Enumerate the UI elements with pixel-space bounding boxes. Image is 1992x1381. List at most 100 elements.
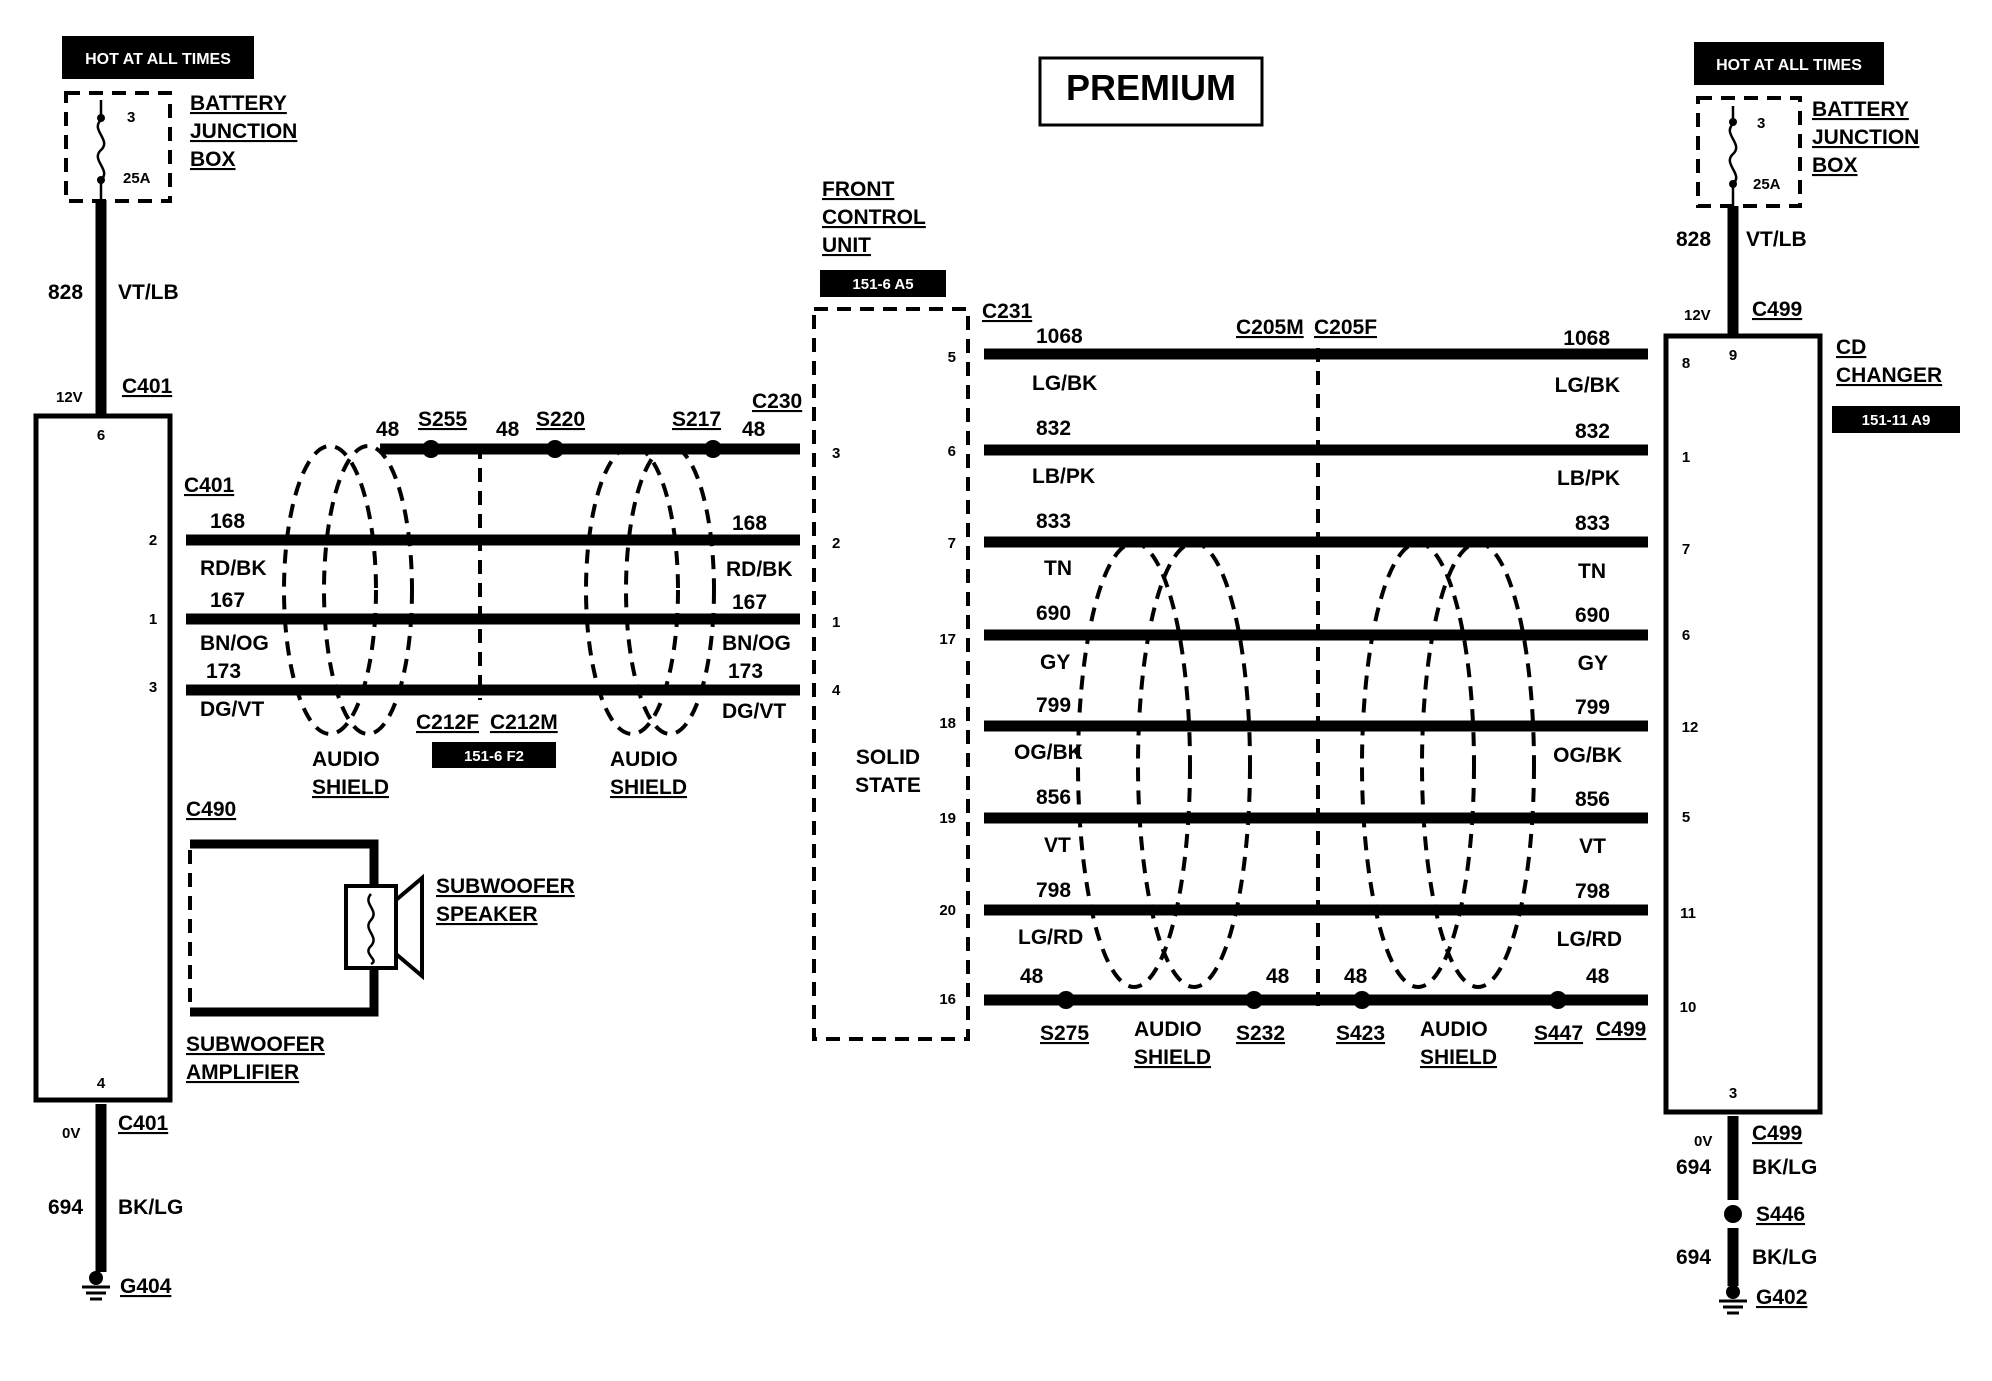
bjb-label-line3-right: BOX <box>1812 154 1858 177</box>
splice-s275-dot <box>1057 991 1075 1009</box>
cd-connector-bottom-side: C499 <box>1596 1018 1646 1041</box>
ground-color-right-1: BK/LG <box>1752 1156 1817 1179</box>
fcu-pin-20: 20 <box>939 902 956 919</box>
ground-color-right-2: BK/LG <box>1752 1246 1817 1269</box>
audio-shield-right-2-line2: SHIELD <box>1420 1046 1497 1069</box>
fcu-pin-17: 17 <box>939 631 956 648</box>
audio-shield-left-1-line2: SHIELD <box>312 776 389 799</box>
wire-1068-circuit-right: 1068 <box>1563 327 1610 350</box>
fuse-rating-right: 25A <box>1753 176 1781 193</box>
fuse-rating-left: 25A <box>123 170 151 187</box>
hot-at-all-times-tag-left <box>62 36 254 79</box>
bjb-label-line1-right: BATTERY <box>1812 98 1909 121</box>
amp-pin-173: 3 <box>149 679 157 696</box>
feed-color-left: VT/LB <box>118 281 179 304</box>
cd-pin-832: 1 <box>1682 449 1690 466</box>
drain-right-circuit-3: 48 <box>1344 965 1368 988</box>
fcu-pin-19: 19 <box>939 810 956 827</box>
wire-833-circuit-left: 833 <box>1036 510 1071 533</box>
drain-right-circuit-2: 48 <box>1266 965 1290 988</box>
wire-1068-color-right: LG/BK <box>1555 374 1620 397</box>
ground-volts-left: 0V <box>62 1125 80 1142</box>
fuse-icon-right <box>1728 106 1738 206</box>
fcu-pin-6: 6 <box>948 443 956 460</box>
drain-right-circuit-4: 48 <box>1586 965 1610 988</box>
splice-s446: S446 <box>1756 1203 1805 1226</box>
wire-1068-circuit-left: 1068 <box>1036 325 1083 348</box>
audio-shield-left-2-line1: AUDIO <box>610 748 678 771</box>
wire-798-color-right: LG/RD <box>1557 928 1622 951</box>
title-box <box>1038 56 1264 127</box>
splice-s220: S220 <box>536 408 585 431</box>
wire-798-circuit-left: 798 <box>1036 879 1071 902</box>
splice-s232-dot <box>1245 991 1263 1009</box>
fuse-number-right: 3 <box>1757 115 1765 132</box>
wire-1068-color-left: LG/BK <box>1032 372 1097 395</box>
cd-pin-690: 6 <box>1682 627 1690 644</box>
amp-pin-168: 2 <box>149 532 157 549</box>
front-control-unit-box <box>812 307 970 1041</box>
wire-832-circuit-right: 832 <box>1575 420 1610 443</box>
splice-s217-dot <box>704 440 722 458</box>
wire-856-circuit-left: 856 <box>1036 786 1071 809</box>
fcu-pin-4: 4 <box>832 682 841 699</box>
drain-left-circuit-3: 48 <box>742 418 766 441</box>
subwoofer-label-line1: SUBWOOFER <box>436 875 575 898</box>
ref-tag-c212 <box>432 742 556 768</box>
battery-junction-box-right <box>1696 96 1802 208</box>
ground-icon-right <box>1719 1285 1747 1315</box>
fcu-label-line2: CONTROL <box>822 206 926 229</box>
feed-volts-left: 12V <box>56 389 83 406</box>
splice-s446-dot <box>1724 1205 1742 1223</box>
wire-833-color-right: TN <box>1578 560 1606 583</box>
ground-ref-left: G404 <box>120 1275 172 1298</box>
ground-circuit-right-2: 694 <box>1676 1246 1711 1269</box>
fcu-pin-3: 3 <box>832 445 840 462</box>
splice-s423-dot <box>1353 991 1371 1009</box>
splice-s447-dot <box>1549 991 1567 1009</box>
feed-color-right: VT/LB <box>1746 228 1807 251</box>
cd-connector-bottom: C499 <box>1752 1122 1802 1145</box>
wire-173-circuit-left: 173 <box>206 660 241 683</box>
subwoofer-connector: C490 <box>186 798 236 821</box>
fuse-icon-left <box>96 100 106 200</box>
wire-833-circuit-right: 833 <box>1575 512 1610 535</box>
wire-690-circuit-left: 690 <box>1036 602 1071 625</box>
c401-label: C401 <box>184 474 235 497</box>
connector-c212f: C212F <box>416 711 479 734</box>
wire-173-color-left: DG/VT <box>200 698 264 721</box>
ground-icon-left <box>82 1271 110 1301</box>
wire-799-color-left: OG/BK <box>1014 741 1083 764</box>
cd-changer-box <box>1663 333 1823 1115</box>
cd-pin-799: 12 <box>1682 719 1699 736</box>
cd-pin-1068: 8 <box>1682 355 1690 372</box>
fuse-number-left: 3 <box>127 109 135 126</box>
wire-168-circuit-right: 168 <box>732 512 767 535</box>
splice-s423: S423 <box>1336 1022 1385 1045</box>
cd-ref-tag <box>1832 406 1960 433</box>
amp-pin-bottom: 4 <box>97 1075 106 1092</box>
page-title: PREMIUM <box>1066 67 1236 108</box>
wire-799-circuit-right: 799 <box>1575 696 1610 719</box>
bjb-label-line3-left: BOX <box>190 148 236 171</box>
feed-volts-right: 12V <box>1684 307 1711 324</box>
fcu-connector-c231: C231 <box>982 300 1033 323</box>
bjb-label-line1-left: BATTERY <box>190 92 287 115</box>
amp-connector-top: C401 <box>122 375 173 398</box>
wire-799-color-right: OG/BK <box>1553 744 1622 767</box>
wire-833-color-left: TN <box>1044 557 1072 580</box>
fcu-pin-2: 2 <box>832 535 840 552</box>
fcu-label-line3: UNIT <box>822 234 871 257</box>
wire-167-circuit-left: 167 <box>210 589 245 612</box>
audio-shield-right-2-line1: AUDIO <box>1420 1018 1488 1041</box>
connector-c212m: C212M <box>490 711 558 734</box>
amp-pin-167: 1 <box>149 611 157 628</box>
fcu-pin-5: 5 <box>948 349 956 366</box>
fcu-ref-tag <box>820 270 946 297</box>
audio-shield-left-2-line2: SHIELD <box>610 776 687 799</box>
battery-junction-box-left <box>64 91 172 203</box>
amp-label-line1: SUBWOOFER <box>186 1033 325 1056</box>
wire-832-color-right: LB/PK <box>1557 467 1620 490</box>
cd-pin-top: 9 <box>1729 347 1737 364</box>
